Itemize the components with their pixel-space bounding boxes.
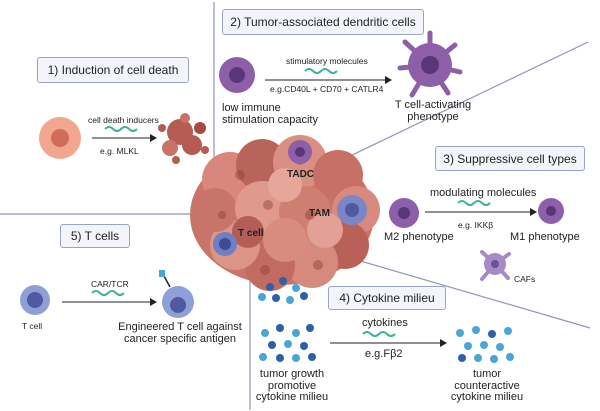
stimulatory-wave: [304, 68, 338, 74]
m2-macrophage: [389, 198, 419, 228]
counteractive-milieu-label: tumor counteractive cytokine milieu: [437, 368, 537, 404]
cell-death-arrow-label: cell death inducers: [88, 115, 159, 125]
counteractive-line1: tumor: [472, 368, 502, 380]
engineered-t-cell: [159, 270, 194, 318]
m1-macrophage: [538, 198, 564, 224]
cafs-label: CAFs: [514, 274, 536, 284]
modulating-wave: [457, 200, 491, 206]
m2-label: M2 phenotype: [384, 231, 454, 243]
modulating-example: e.g. IKKβ: [458, 220, 494, 230]
promotive-line3: cytokine milieu: [255, 391, 329, 404]
stimulatory-arrow-label: stimulatory molecules: [286, 56, 368, 66]
section5-graphics: [20, 270, 194, 318]
dying-cell: [158, 113, 209, 164]
immature-dendritic-cell: [219, 57, 255, 93]
tadc-label: TADC: [287, 169, 315, 180]
cell-death-example: e.g. MLKL: [100, 146, 139, 156]
modulating-arrow-label: modulating molecules: [430, 187, 537, 199]
car-tcr-wave: [91, 290, 125, 296]
section2-graphics: [219, 30, 463, 98]
cytokines-example: e.g.Fβ2: [365, 348, 403, 360]
t-cell-activating-line1: T cell-activating: [394, 99, 472, 111]
tumor-cytokine-dots: [258, 277, 308, 304]
cell-death-inducer-wave: [104, 126, 138, 132]
tam-cell: [337, 195, 367, 225]
low-immune-label: low immune stimulation capacity: [222, 102, 318, 126]
section1-title: 1) Induction of cell death: [37, 57, 189, 83]
activated-dendritic-cell: [397, 30, 463, 98]
tadc-cell: [288, 140, 312, 164]
m1-label: M1 phenotype: [510, 231, 580, 243]
t-cell-activating-line2: phenotype: [407, 110, 459, 123]
tumor-cluster: [190, 135, 380, 304]
low-immune-line1: low immune: [222, 102, 281, 114]
counteractive-line3: cytokine milieu: [450, 391, 524, 404]
engineered-line1: Engineered T cell against: [118, 321, 242, 333]
t-cell-activating-label: T cell-activating phenotype: [388, 99, 478, 123]
cytokine-wave: [362, 331, 396, 337]
low-immune-line2: stimulation capacity: [222, 113, 318, 126]
caf-cell: [480, 250, 511, 281]
naive-t-cell: [20, 285, 50, 315]
car-tcr-label: CAR/TCR: [91, 279, 129, 289]
cytokines-arrow-label: cytokines: [362, 317, 408, 329]
section5-title: 5) T cells: [60, 224, 130, 248]
promotive-cytokine-dots: [259, 324, 316, 362]
tam-label: TAM: [309, 208, 330, 219]
section2-title: 2) Tumor-associated dendritic cells: [222, 9, 424, 35]
divider-bottom-diagonal: [339, 254, 591, 329]
section4-title: 4) Cytokine milieu: [328, 286, 446, 310]
section3-title: 3) Suppressive cell types: [435, 146, 585, 171]
tumor-t-cell-label: T cell: [238, 228, 264, 239]
counteractive-cytokine-dots: [456, 326, 514, 363]
section3-graphics: [389, 198, 564, 281]
engineered-t-cell-label: Engineered T cell against cancer specifi…: [110, 321, 250, 345]
stimulatory-example: e.g.CD40L + CD70 + CATLR4: [270, 84, 384, 94]
naive-t-cell-label: T cell: [22, 321, 43, 331]
promotive-line2: promotive: [267, 379, 317, 392]
section1-graphics: [39, 113, 209, 164]
section4-graphics: [259, 324, 514, 363]
promotive-line1: tumor growth: [259, 368, 325, 380]
promotive-milieu-label: tumor growth promotive cytokine milieu: [242, 368, 342, 404]
engineered-line2: cancer specific antigen: [124, 332, 236, 345]
tumor-t-cell: [213, 232, 237, 256]
healthy-tumor-cell: [39, 117, 81, 159]
counteractive-line2: counteractive: [454, 379, 520, 392]
